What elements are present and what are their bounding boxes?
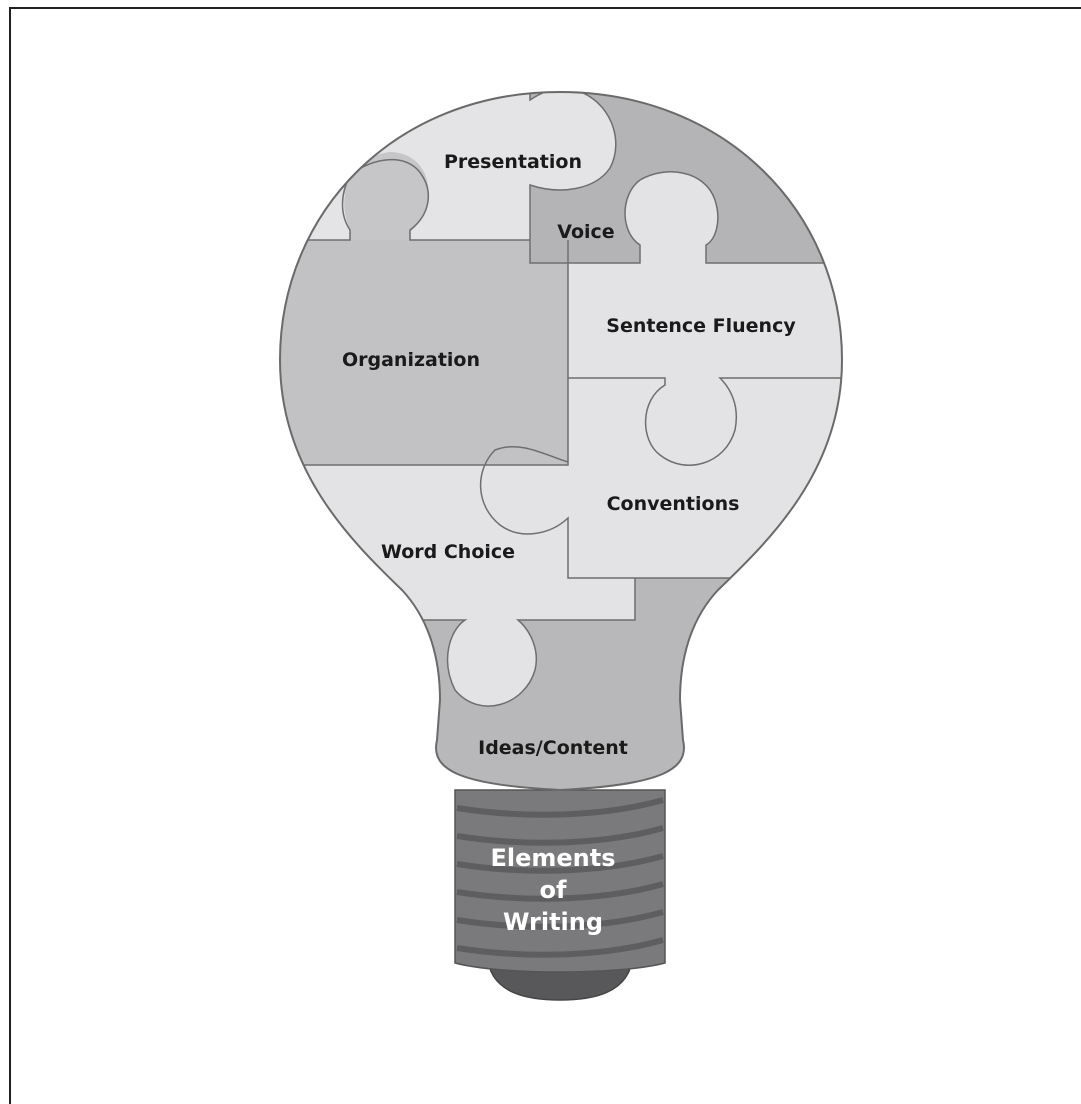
piece-conventions bbox=[480, 378, 842, 578]
piece-top-left-corner bbox=[280, 160, 350, 240]
label-base-line3: Writing bbox=[503, 908, 603, 936]
bulb-outline bbox=[278, 90, 844, 792]
label-sentence-fluency: Sentence Fluency bbox=[606, 315, 796, 337]
label-presentation: Presentation bbox=[444, 151, 582, 173]
label-conventions: Conventions bbox=[607, 493, 740, 515]
piece-word-choice bbox=[280, 446, 635, 706]
label-base-line2: of bbox=[540, 876, 567, 904]
label-base-line1: Elements bbox=[490, 844, 615, 872]
screw-threads bbox=[456, 797, 664, 958]
piece-sentence-fluency bbox=[568, 171, 842, 466]
label-organization: Organization bbox=[342, 349, 480, 371]
label-voice: Voice bbox=[557, 221, 614, 243]
piece-organization bbox=[280, 195, 568, 465]
diagram-frame bbox=[9, 7, 1081, 1104]
label-word-choice: Word Choice bbox=[381, 541, 515, 563]
label-ideas-content: Ideas/Content bbox=[478, 737, 628, 759]
piece-top-left-tab bbox=[344, 152, 429, 240]
